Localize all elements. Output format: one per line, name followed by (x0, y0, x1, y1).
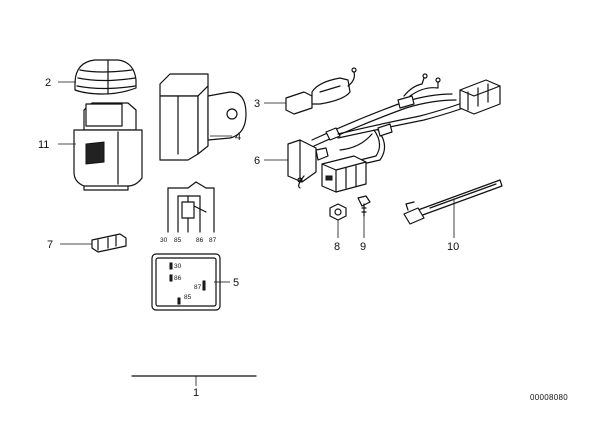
part-2-rubber-cap (74, 59, 137, 95)
schematic-pin-87: 87 (209, 237, 217, 244)
relay-pin-86: 86 (174, 275, 182, 282)
relay-schematic: 30 85 86 87 (160, 181, 217, 244)
part-7-connector (91, 233, 127, 253)
part-9-screw (357, 195, 371, 217)
label-2: 2 (45, 77, 51, 89)
part-10-cable-tie (403, 179, 503, 225)
relay-pin-85: 85 (184, 294, 192, 301)
part-3-fuse-holder (285, 67, 357, 115)
part-8-nut (329, 203, 347, 221)
relay-pin-30: 30 (174, 263, 182, 270)
wiring-harness (311, 73, 475, 167)
diagram-code: 00008080 (530, 393, 568, 402)
label-7: 7 (47, 239, 53, 251)
part-6-connector (287, 139, 329, 189)
label-8: 8 (334, 241, 340, 253)
label-3: 3 (254, 98, 260, 110)
label-10: 10 (447, 241, 459, 253)
label-1: 1 (193, 387, 199, 399)
part-11-switch (73, 102, 143, 191)
schematic-pin-30: 30 (160, 237, 168, 244)
schematic-pin-85: 85 (174, 237, 182, 244)
label-6: 6 (254, 155, 260, 167)
part-4-relay-holder (159, 73, 247, 161)
schematic-pin-86: 86 (196, 237, 204, 244)
label-5: 5 (233, 277, 239, 289)
plug-connector (321, 155, 367, 193)
label-4: 4 (235, 131, 241, 143)
part-5-relay: 30 86 87 85 (151, 253, 221, 311)
multi-pin-plug (459, 79, 501, 115)
relay-pin-87: 87 (194, 284, 202, 291)
label-11: 11 (38, 139, 49, 151)
label-9: 9 (360, 241, 366, 253)
